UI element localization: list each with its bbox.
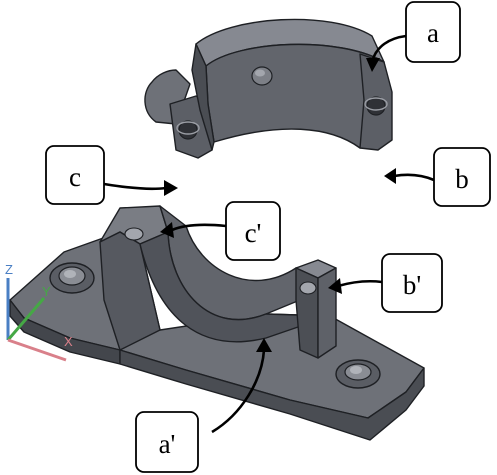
label-a-box: a [405,1,461,63]
lower-bearing-base [9,205,425,441]
label-a-prime-box: a' [135,411,199,473]
label-c-prime-text: c' [245,218,262,248]
label-c-text: c [69,162,81,192]
label-c-box: c [45,145,105,205]
y-axis-line [6,297,46,341]
base-right-pedestal-hole [299,281,317,295]
arrow-a-head [366,58,380,72]
arrow-b-prime-head [328,278,342,294]
callout-arrows [103,34,435,434]
base-left-pedestal-front [99,231,161,351]
label-c-prime-box: c' [225,201,281,261]
z-axis-label: Z [5,262,13,277]
cap-left-bolt-hole-rim [176,121,200,135]
label-a-prime-text: a' [159,429,176,459]
label-b-prime-box: b' [381,253,443,313]
ucs-axis-icon: Z Y X [5,262,73,362]
arrow-b-prime [337,279,383,288]
arrow-c-prime [171,223,227,232]
arrow-c-head [164,180,178,196]
arrow-b [393,173,435,182]
base-left-bolt-hole-inner [64,270,76,278]
arrow-c [103,182,167,191]
cap-right-bolt-hole [366,96,386,116]
label-a-text: a [427,18,439,48]
base-left-pedestal-hole [124,227,144,241]
arrow-b-head [384,168,396,184]
arrow-a-prime-head [256,338,272,352]
label-b-prime-text: b' [403,270,421,300]
cap-top-boss-highlight [255,69,265,77]
upper-bearing-cap [144,18,393,159]
x-axis-line [7,338,67,362]
arrow-a-prime [211,349,266,434]
x-axis-label: X [64,334,73,349]
cap-left-bolt-hole [178,120,198,140]
cap-inner-surface [205,43,385,149]
label-b-text: b [455,164,469,194]
base-right-bolt-hole-inner [350,366,362,374]
arrow-c-prime-head [160,222,174,238]
y-axis-label: Y [42,284,51,299]
cap-right-bolt-hole-rim [364,97,388,111]
label-b-box: b [433,147,491,207]
base-right-pedestal-side [317,267,337,359]
base-plate-right-side [119,349,425,441]
cap-front-left-leg [191,43,215,151]
